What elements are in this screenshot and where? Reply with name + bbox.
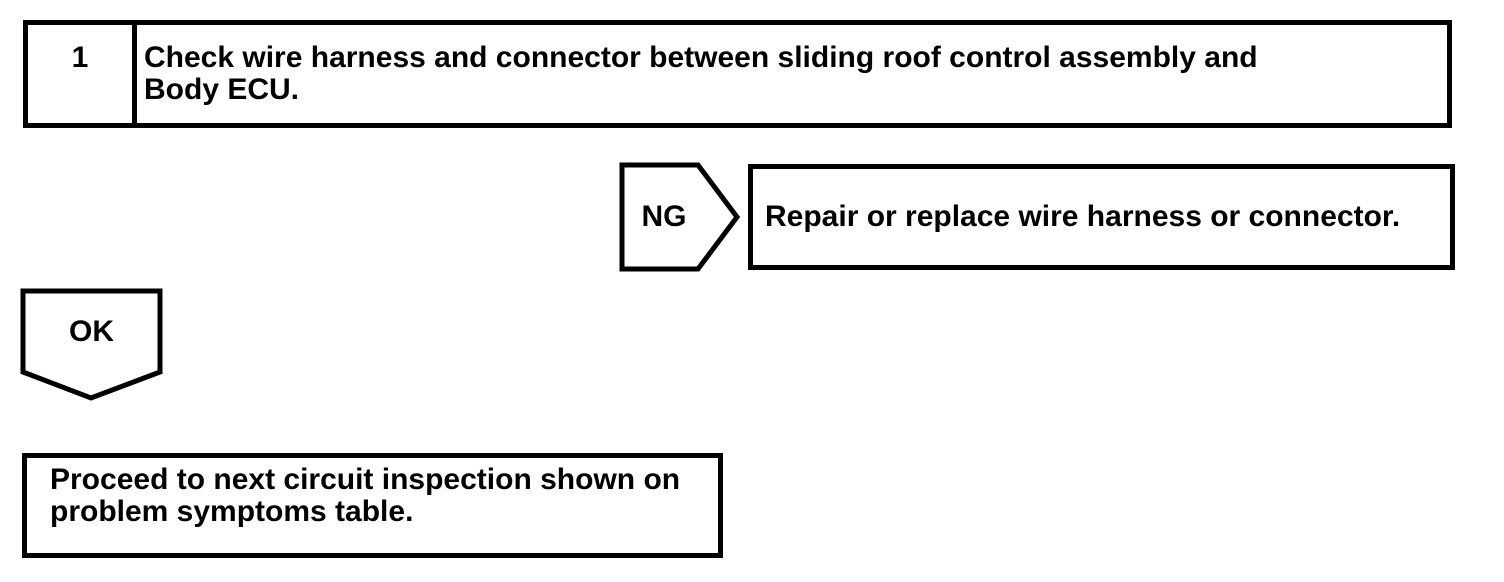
- step-instruction-line: Check wire harness and connector between…: [144, 41, 1258, 74]
- ok-result-line: Proceed to next circuit inspection shown…: [50, 463, 681, 496]
- ok-pentagon: [20, 288, 163, 401]
- step-box: 1 Check wire harness and connector betwe…: [23, 20, 1452, 128]
- step-number-cell: 1: [28, 25, 137, 123]
- ng-action-box: Repair or replace wire harness or connec…: [748, 164, 1455, 270]
- ng-pentagon: [619, 162, 741, 272]
- ok-label: OK: [69, 314, 114, 348]
- step-instruction-line: Body ECU.: [144, 73, 300, 106]
- ok-result-box: Proceed to next circuit inspection shown…: [22, 453, 723, 558]
- step-instruction: Check wire harness and connector between…: [137, 25, 1447, 123]
- ng-label: NG: [641, 200, 687, 233]
- ok-result-line: problem symptoms table.: [50, 495, 414, 528]
- ng-action-text: Repair or replace wire harness or connec…: [765, 200, 1401, 233]
- step-number: 1: [71, 41, 89, 74]
